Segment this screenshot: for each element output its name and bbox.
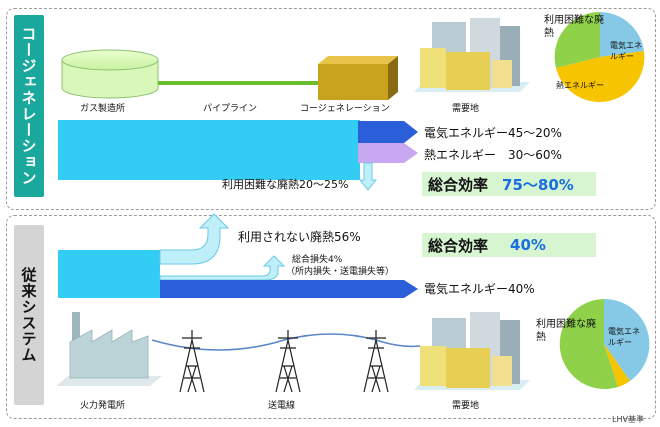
cogen-input-band: [58, 120, 360, 180]
demand-site-label-bottom: 需要地: [452, 401, 480, 411]
conventional-electric-output: 電気エネルギー40%: [424, 282, 535, 296]
electric-arrow-conventional: [160, 280, 418, 298]
demand-site-label-top: 需要地: [452, 104, 480, 114]
cogen-efficiency-label: 総合効率: [428, 175, 489, 194]
transmission-wire: [151, 333, 421, 351]
cogen-efficiency-value: 75～80%: [502, 175, 574, 194]
cogen-pie-waste-label: 利用困難な廃熱: [544, 15, 604, 39]
cogen-efficiency-box: 総合効率 75～80%: [422, 172, 596, 196]
cogeneration-title: コージェネレーション: [14, 15, 44, 197]
loss-label-line2: （所内損失・送電損失等）: [286, 267, 395, 277]
conventional-pie-electric-label: 電気エネルギー: [608, 327, 640, 347]
cogeneration-unit: [318, 56, 398, 100]
cogen-electric-output: 電気エネルギー45～20%: [424, 126, 562, 140]
cogen-pie-electric-label: 電気エネルギー: [610, 41, 642, 61]
cogen-heat-output: 熱エネルギー 30～60%: [424, 148, 562, 162]
pie-chart-conventional: [559, 298, 650, 389]
gas-plant-tank: [61, 49, 159, 99]
demand-buildings-top: [414, 18, 530, 92]
conventional-efficiency-label: 総合効率: [428, 236, 489, 255]
transmission-label: 送電線: [268, 401, 296, 411]
cogeneration-unit-label: コージェネレーション: [300, 104, 390, 114]
unused-heat-label: 利用されない廃熱56%: [238, 230, 361, 244]
conventional-pie-waste-label: 利用困難な廃熱: [536, 319, 596, 343]
conventional-title: 従来システム: [14, 225, 44, 405]
conventional-efficiency-value: 40%: [510, 236, 546, 254]
gas-plant-label: ガス製造所: [80, 104, 126, 114]
conventional-input-band: [58, 250, 160, 298]
cogen-pie-heat-label: 熱エネルギー: [556, 81, 604, 90]
cogen-waste-heat: 利用困難な廃熱20～25%: [222, 178, 349, 191]
transmission-tower-2: [275, 330, 301, 393]
transmission-tower-1: [179, 330, 205, 393]
loss-label-line1: 総合損失4%: [292, 255, 343, 265]
power-plant: [56, 312, 162, 386]
pipeline-label: パイプライン: [203, 104, 258, 114]
transmission-tower-3: [363, 330, 389, 393]
demand-buildings-bottom: [414, 312, 530, 390]
loss-arrow: [159, 255, 286, 281]
lhv-note: LHV基準: [612, 415, 644, 424]
power-plant-label: 火力発電所: [80, 401, 126, 411]
electric-arrow-cogen: [358, 121, 418, 143]
unused-heat-arrow: [159, 213, 230, 265]
waste-heat-arrow-cogen: [358, 162, 378, 191]
pie-chart-cogen: [554, 11, 645, 103]
heat-arrow-cogen: [358, 143, 418, 163]
conventional-efficiency-box: 総合効率 40%: [422, 233, 596, 257]
